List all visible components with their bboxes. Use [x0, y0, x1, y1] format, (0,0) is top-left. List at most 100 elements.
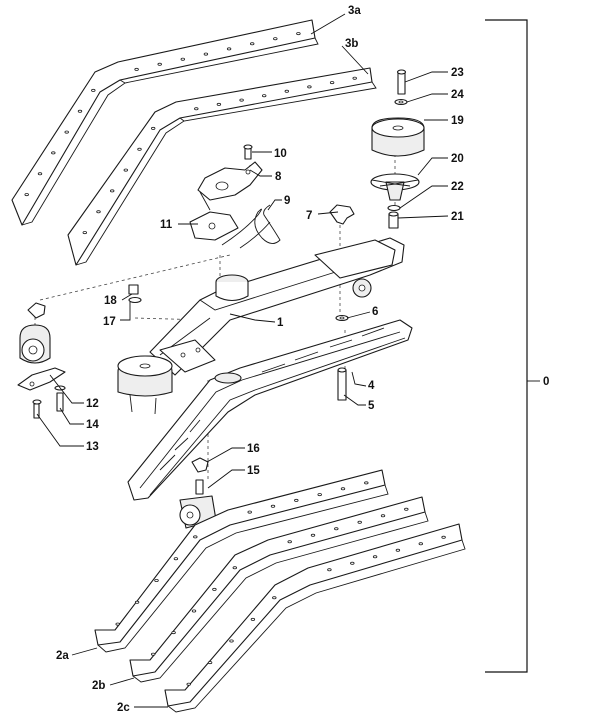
strip-hole [380, 514, 386, 518]
nut-18 [128, 284, 139, 295]
strip-hole [287, 540, 292, 544]
callout-24: 24 [451, 89, 464, 101]
pin-5 [337, 367, 347, 401]
callout-3a: 3a [348, 5, 361, 17]
strip-hole [296, 32, 301, 36]
strip-hole [270, 504, 276, 508]
strip-hole [137, 147, 142, 151]
strip-hole [157, 62, 162, 66]
strip-hole [239, 98, 244, 102]
strip-hole [372, 555, 378, 559]
rubber-strip-2b [129, 496, 429, 683]
callout-14: 14 [86, 419, 99, 431]
strip-hole [352, 76, 357, 80]
strip-hole [357, 520, 362, 524]
clamp-8 [197, 161, 263, 211]
washer-6 [335, 314, 349, 322]
strip-hole [404, 507, 409, 511]
strip-hole [262, 94, 267, 98]
callout-9: 9 [284, 195, 290, 207]
callout-23: 23 [451, 67, 464, 79]
callout-18: 18 [104, 295, 117, 307]
callout-5: 5 [368, 400, 375, 412]
strip-hole [193, 535, 198, 539]
caster-assembly-left [17, 302, 66, 419]
strip-hole [418, 542, 423, 546]
knob-7 [329, 204, 355, 225]
strip-holes-3ab [24, 32, 357, 235]
strip-hole [317, 493, 322, 497]
strip-hole [232, 566, 237, 570]
callout-13: 13 [86, 441, 99, 453]
strip-hole [64, 130, 69, 134]
strip-hole [212, 587, 217, 591]
strip-hole [37, 172, 43, 176]
strip-hole [171, 631, 176, 635]
callout-2c: 2c [117, 702, 130, 714]
callout-1: 1 [277, 317, 284, 329]
strip-hole [115, 622, 120, 626]
strip-hole [294, 498, 299, 502]
hub-20 [370, 173, 420, 201]
strip-hole [180, 57, 185, 61]
strip-hole [350, 561, 355, 565]
callout-2b: 2b [92, 680, 105, 692]
callout-19: 19 [451, 115, 464, 127]
rubber-strip-3b [67, 67, 377, 266]
leader-lines [36, 13, 449, 708]
strip-hole [250, 617, 256, 621]
washer-17 [128, 296, 142, 304]
strip-hole [109, 189, 115, 193]
bushing-21 [388, 211, 399, 229]
callout-3b: 3b [345, 38, 358, 50]
callout-16: 16 [247, 443, 260, 455]
strip-hole [82, 231, 87, 235]
strip-hole [150, 126, 156, 130]
strip-hole [364, 481, 369, 485]
strip-holes-2abc [115, 481, 446, 686]
strip-hole [134, 600, 140, 604]
strip-hole [226, 47, 232, 51]
strip-hole [395, 548, 401, 552]
strip-hole [77, 109, 83, 113]
callout-20: 20 [451, 153, 464, 165]
callout-4: 4 [368, 380, 375, 392]
washer-22 [387, 204, 401, 212]
strip-hole [186, 682, 191, 686]
callout-0: 0 [543, 376, 549, 388]
callout-6: 6 [372, 306, 378, 318]
strip-hole [327, 568, 332, 572]
main-frame [117, 237, 405, 415]
strip-hole [334, 527, 339, 531]
strip-hole [194, 107, 199, 111]
callout-labels: 0 1 2a 2b 2c 3a 3b 4 5 6 7 8 9 10 11 12 … [56, 5, 549, 714]
strip-hole [134, 67, 139, 71]
strip-hole [273, 37, 278, 41]
callout-10: 10 [274, 148, 287, 160]
strip-hole [24, 193, 29, 197]
bracket-11 [189, 211, 239, 241]
callout-17: 17 [103, 316, 116, 328]
strip-hole [51, 151, 56, 155]
squeegee-body [127, 319, 413, 501]
callout-2a: 2a [56, 650, 69, 662]
screw-10 [243, 144, 253, 160]
rubber-strip-2c [164, 523, 466, 713]
strip-hole [307, 85, 312, 89]
strip-hole [310, 533, 316, 537]
callout-7: 7 [306, 210, 312, 222]
callout-15: 15 [247, 465, 260, 477]
strip-hole [191, 609, 197, 613]
strip-hole [91, 88, 96, 92]
strip-hole [329, 81, 335, 85]
strip-hole [150, 652, 156, 656]
strip-hole [173, 557, 179, 561]
screw-23 [396, 69, 407, 95]
callout-8: 8 [275, 171, 282, 183]
callout-21: 21 [451, 211, 464, 223]
strip-hole [272, 596, 277, 600]
strip-hole [207, 661, 213, 665]
rubber-strip-2a [94, 469, 389, 653]
rubber-strip-3a [11, 19, 319, 226]
